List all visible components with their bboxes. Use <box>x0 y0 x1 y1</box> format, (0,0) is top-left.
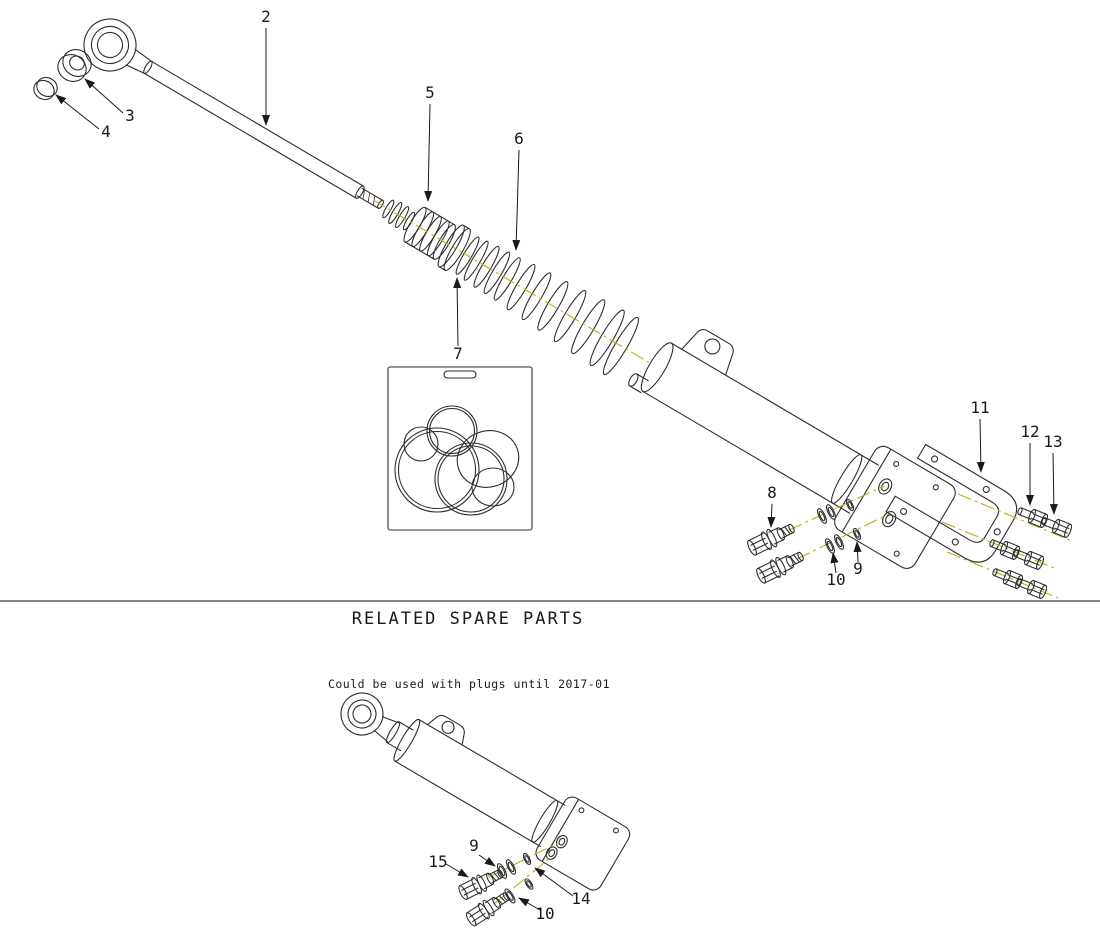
washer <box>815 506 829 526</box>
callout-13: 13 <box>1043 432 1062 451</box>
fitting-centerline <box>788 485 885 531</box>
mounting-bolts <box>941 493 1074 600</box>
section-title: RELATED SPARE PARTS <box>352 609 584 629</box>
callout-15-leader <box>445 863 469 878</box>
callout-7: 7 <box>453 344 463 363</box>
o-ring <box>521 851 533 867</box>
bolt-centerline <box>946 551 1059 599</box>
callout-10: 10 <box>826 570 845 589</box>
callout-8-leader <box>767 503 776 528</box>
washer <box>824 502 838 522</box>
spare-cylinder-body <box>340 692 631 891</box>
callout-2: 2 <box>261 7 271 26</box>
spare-plugs <box>456 842 559 929</box>
o-ring <box>523 877 535 891</box>
callout-14: 14 <box>571 889 590 908</box>
cylinder-tube <box>628 329 879 514</box>
callout-11-leader <box>976 418 985 473</box>
callout-13-leader <box>1049 452 1058 515</box>
port-block <box>834 445 956 569</box>
retaining-ring <box>33 76 58 101</box>
mounting-bracket <box>885 443 1018 563</box>
callout-9-spare: 9 <box>469 836 479 855</box>
callout-10-spare: 10 <box>535 904 554 923</box>
fitting-plug <box>753 546 808 587</box>
spherical-bearing <box>57 49 92 82</box>
seal-kit-bag <box>387 366 533 531</box>
callout-10-spare-leader <box>518 897 541 911</box>
callout-4-leader <box>55 94 100 130</box>
washer <box>823 536 837 556</box>
callout-7-leader <box>453 277 462 347</box>
spare-cylinder-view: 15 9 10 14 <box>340 692 631 929</box>
callout-8: 8 <box>767 483 777 502</box>
port-fittings <box>744 485 890 587</box>
fitting-centerline <box>796 513 890 560</box>
bolt-centerline <box>941 521 1055 569</box>
callout-15: 15 <box>428 852 447 871</box>
plug-centerline <box>493 857 551 905</box>
callout-5: 5 <box>425 83 435 102</box>
callout-14-leader <box>534 867 574 897</box>
rod-eye <box>83 18 137 72</box>
callout-3-leader <box>84 78 124 114</box>
piston-rod <box>125 48 384 209</box>
spare-callouts: 15 9 10 14 <box>428 836 590 923</box>
main-callouts: 2 3 4 5 6 7 8 9 10 11 12 13 <box>55 7 1063 589</box>
callout-9-spare-leader <box>478 854 496 867</box>
callout-4: 4 <box>101 122 111 141</box>
callout-9: 9 <box>853 559 863 578</box>
bolt-centerline <box>957 493 1073 542</box>
callout-12: 12 <box>1020 422 1039 441</box>
usage-note: Could be used with plugs until 2017-01 <box>328 677 610 691</box>
callout-10-leader <box>830 552 839 574</box>
callout-11: 11 <box>970 398 989 417</box>
callout-6: 6 <box>514 129 524 148</box>
callout-9-leader <box>853 541 862 563</box>
callout-3: 3 <box>125 106 135 125</box>
callout-5-leader <box>424 103 433 202</box>
main-exploded-view: 2 3 4 5 6 7 8 9 10 11 12 13 <box>33 7 1074 600</box>
axis-assembly <box>83 18 956 569</box>
callout-6-leader <box>512 149 521 251</box>
axis-centerline <box>372 199 649 363</box>
